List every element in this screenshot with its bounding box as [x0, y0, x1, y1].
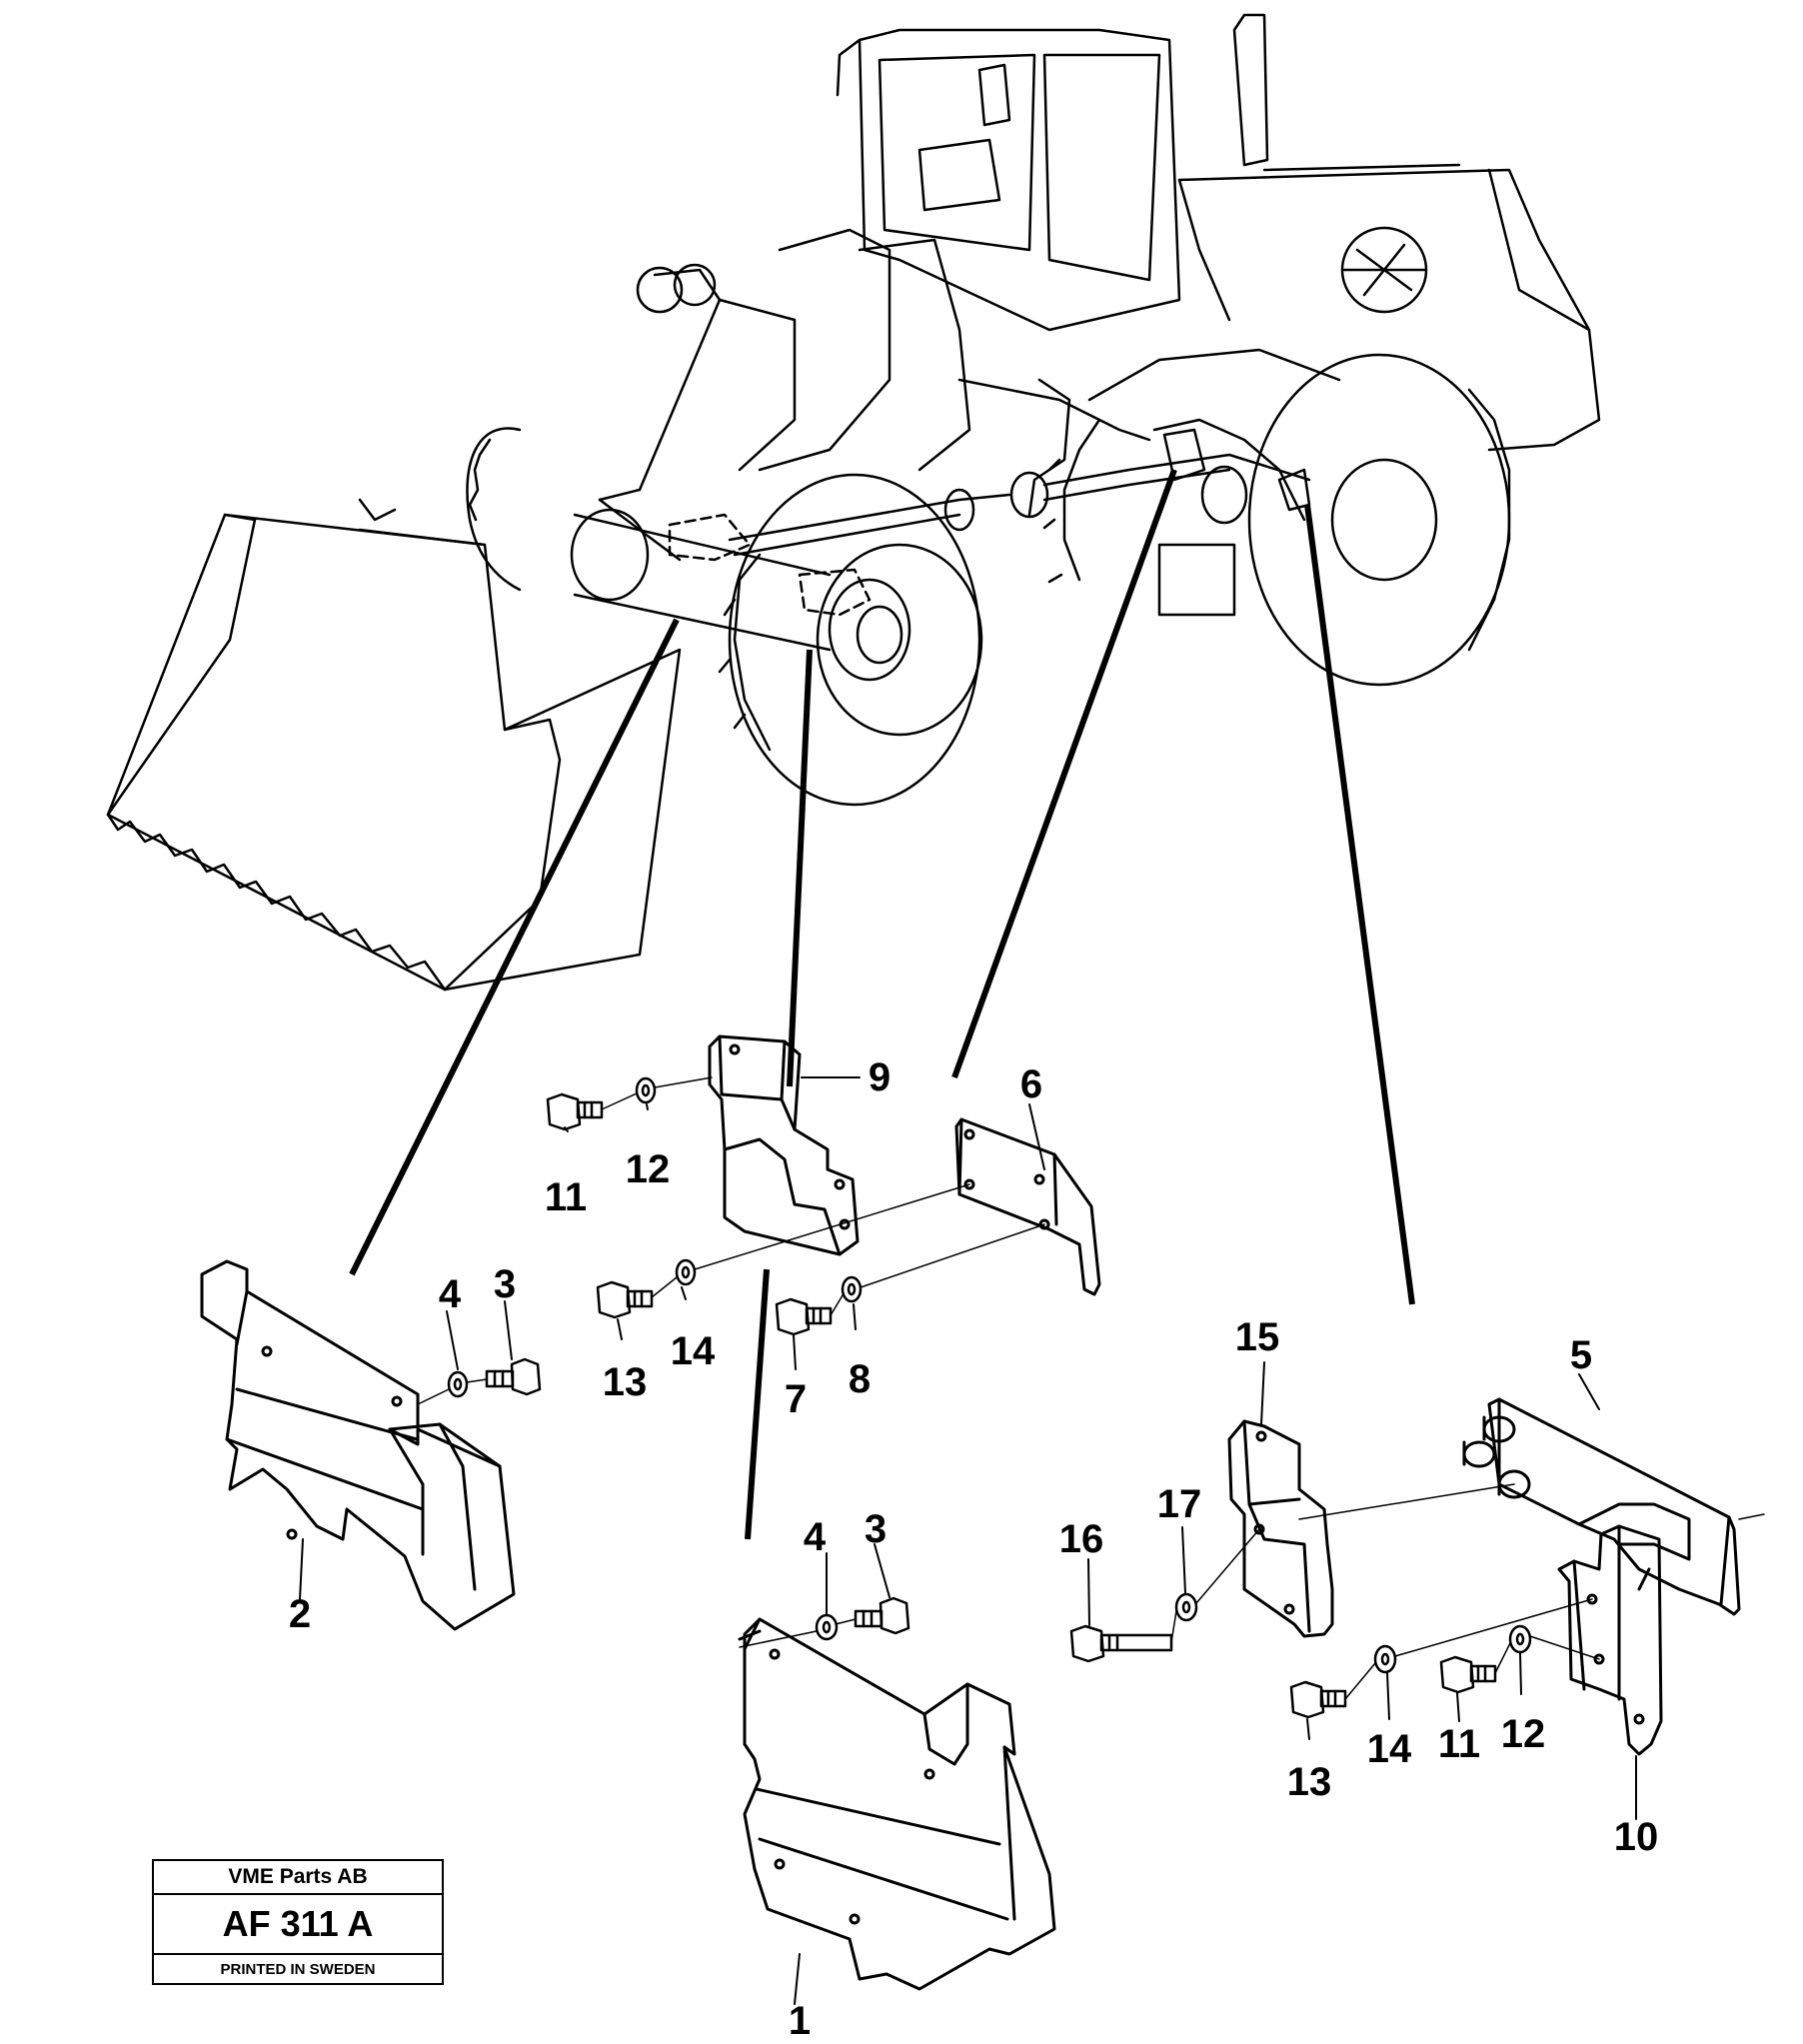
- company-name: VME Parts AB: [154, 1861, 442, 1895]
- callout-12-top: 12: [625, 1147, 671, 1191]
- fasteners: [447, 1076, 1532, 1719]
- callout-3-left: 3: [493, 1262, 517, 1306]
- callout-13-right: 13: [1286, 1760, 1332, 1804]
- callout-1: 1: [788, 1999, 812, 2043]
- guard-plate-1: [738, 1617, 1056, 1991]
- printed-note: PRINTED IN SWEDEN: [220, 1961, 376, 1978]
- bracket-15: [1227, 1419, 1334, 1638]
- plate-6: [954, 1117, 1101, 1296]
- callout-7: 7: [784, 1377, 808, 1421]
- callout-4-center: 4: [803, 1515, 827, 1559]
- exhaust-stack: [1232, 13, 1269, 167]
- lift-arms: [598, 228, 971, 562]
- leader-lines: [349, 468, 1415, 1540]
- engine-hood: [1177, 163, 1601, 452]
- callout-leaders: [299, 1076, 1637, 2005]
- callout-9: 9: [868, 1055, 892, 1099]
- guard-plate-2: [200, 1259, 516, 1631]
- callout-14-right: 14: [1366, 1727, 1412, 1771]
- callout-4-left: 4: [438, 1272, 462, 1316]
- callout-8: 8: [848, 1357, 872, 1401]
- callout-10: 10: [1613, 1815, 1659, 1859]
- title-block: VME Parts AB AF 311 A PRINTED IN SWEDEN: [152, 1859, 444, 1985]
- rear-wheels: [1042, 353, 1511, 687]
- callout-3-center: 3: [864, 1507, 888, 1551]
- callout-17: 17: [1156, 1482, 1202, 1526]
- center-frame: [957, 348, 1341, 517]
- front-axle: [570, 508, 911, 682]
- bracket-10: [1557, 1524, 1663, 1756]
- bracket-9: [708, 1034, 860, 1256]
- callout-15: 15: [1234, 1315, 1280, 1359]
- callout-14-left: 14: [670, 1329, 716, 1373]
- plate-5: [1462, 1397, 1741, 1616]
- callout-2: 2: [288, 1592, 312, 1636]
- wheel-loader-illustration: [106, 13, 1601, 992]
- callout-16: 16: [1058, 1517, 1104, 1561]
- front-wheels: [466, 427, 983, 807]
- callout-11-top: 11: [544, 1175, 588, 1219]
- callout-13-left: 13: [602, 1360, 648, 1404]
- callout-5: 5: [1569, 1333, 1593, 1377]
- rear-axle: [728, 418, 1311, 617]
- bucket: [106, 498, 682, 992]
- callout-11-right: 11: [1437, 1722, 1481, 1766]
- cab: [836, 28, 1181, 332]
- callout-6: 6: [1019, 1062, 1043, 1106]
- assembly-lines: [417, 1076, 1765, 1700]
- callout-12-right: 12: [1500, 1712, 1546, 1756]
- diagram-code: AF 311 A: [154, 1895, 442, 1955]
